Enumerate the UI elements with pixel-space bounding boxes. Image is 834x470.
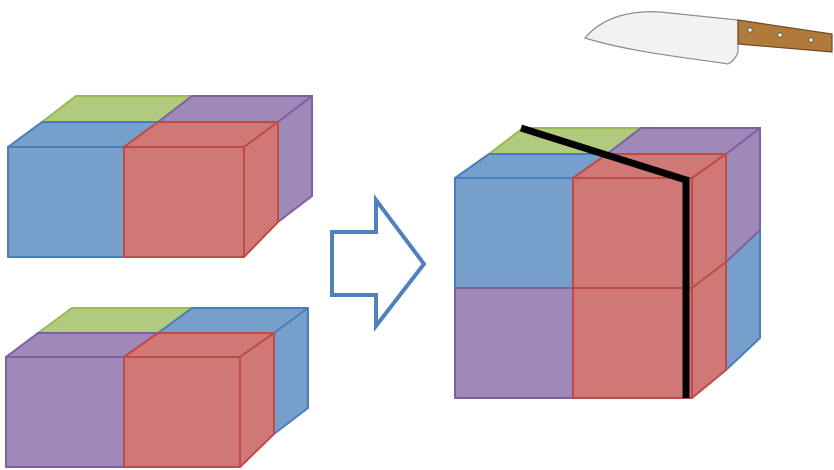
knife-icon <box>583 11 833 65</box>
top-slab <box>7 95 313 258</box>
slab2-side-front <box>239 332 275 468</box>
cube-front-upper-right <box>572 177 693 289</box>
knife-rivet-2 <box>777 32 783 38</box>
assembled-cube <box>454 127 761 399</box>
knife-rivet-1 <box>747 27 753 33</box>
cube-front-upper-left <box>454 177 574 289</box>
cut-line <box>519 124 690 398</box>
right-arrow-icon <box>330 194 427 332</box>
knife-blade <box>583 11 739 65</box>
slab2-front-left <box>5 356 125 468</box>
knife-handle <box>737 19 833 53</box>
slab1-front-right <box>123 146 245 258</box>
cube-front-lower-right <box>572 287 693 399</box>
cube-front-lower-left <box>454 287 574 399</box>
slab1-side-front <box>243 121 279 258</box>
slab2-front-right <box>123 356 241 468</box>
knife-rivet-3 <box>808 37 814 43</box>
slab1-front-left <box>7 146 125 258</box>
bottom-slab <box>5 307 309 468</box>
